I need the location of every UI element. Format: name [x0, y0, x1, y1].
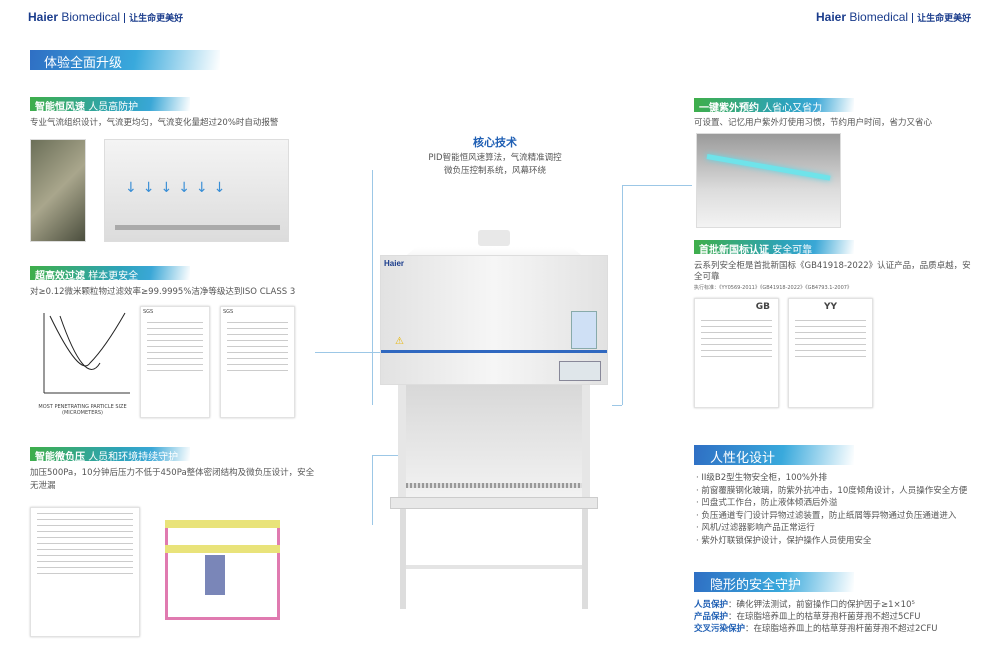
filter-layer	[165, 545, 280, 553]
core-tech-line2: 微负压控制系统，风幕环绕	[443, 166, 546, 176]
safety-item: 产品保护：在琼脂培养皿上的枯草芽孢杆菌芽孢不超过5CFU	[694, 612, 921, 622]
connector-line	[622, 185, 692, 186]
stand-crossbar	[406, 565, 582, 569]
stand-leg	[582, 509, 588, 609]
safety-item: 人员保护：碘化钾法测试，前窗操作口的保护因子≥1×10⁵	[694, 600, 915, 610]
safety-title: 隐形的安全守护	[694, 572, 854, 592]
pressure-test-certificate	[30, 507, 140, 637]
gb-standard-document: GB	[694, 298, 779, 408]
safety-item: 交叉污染保护：在琼脂培养皿上的枯草芽孢杆菌芽孢不超过2CFU	[694, 624, 938, 634]
connector-line	[372, 455, 373, 525]
fan-duct	[205, 555, 225, 595]
feature-header-pressure: 智能微负压 人员和环境持续守护	[30, 447, 190, 463]
slogan: 让生命更美好	[124, 13, 184, 23]
info-label	[571, 311, 597, 349]
cabinet-front-panel: Haier ⚠	[380, 255, 608, 385]
feature-header-cert: 首批新国标认证 安全可靠	[694, 240, 854, 256]
design-list: · II级B2型生物安全柜，100%外排 · 前窗覆膜钢化玻璃，防紫外抗冲击，1…	[696, 472, 986, 547]
sgs-report-1: SGS	[140, 306, 210, 418]
cabinet-brand: Haier	[384, 259, 405, 268]
connector-line	[315, 352, 380, 353]
blue-stripe	[381, 350, 607, 353]
work-tray	[406, 483, 582, 488]
filter-layer	[165, 520, 280, 528]
design-item: · 风机/过滤器影响产品正常运行	[696, 523, 815, 533]
section-title: 体验全面升级	[30, 50, 220, 70]
design-item: · 负压通道专门设计异物过滤装置，防止纸屑等异物通过负压通道进入	[696, 510, 957, 521]
connector-line	[372, 170, 373, 405]
design-title: 人性化设计	[694, 445, 854, 465]
feature-header-airflow: 智能恒风速 人员高防护	[30, 97, 190, 113]
chart-axis-label: MOST PENETRATING PARTICLE SIZE (MICROMET…	[38, 404, 127, 416]
airflow-sensor-image	[30, 139, 86, 242]
work-chamber	[398, 385, 590, 497]
feature-text-uv: 可设置、记忆用户紫外灯使用习惯，节约用户时间，省力又省心	[694, 118, 933, 128]
brand-name: Haier	[28, 10, 59, 24]
standards-list: 执行标准：《YY0569-2011》《GB41918-2022》《GB4793.…	[694, 285, 852, 291]
work-surface	[115, 225, 280, 230]
airflow-diagram-image: ↓↓↓↓↓↓	[104, 139, 289, 242]
core-tech-title: 核心技术	[473, 136, 517, 149]
airflow-arrows-icon: ↓↓↓↓↓↓	[125, 180, 232, 196]
feature-text-pressure: 加压500Pa，10分钟后压力不低于450Pa整体密闭结构及微负压设计，安全无泄…	[30, 468, 315, 491]
feature-text-filter: 对≥0.12微米颗粒物过滤效率≥99.9995%洁净等级达到ISO CLASS …	[30, 287, 296, 297]
design-item: · II级B2型生物安全柜，100%外排	[696, 473, 827, 483]
control-panel[interactable]	[559, 361, 601, 381]
cabinet-base	[390, 497, 598, 509]
safety-list: 人员保护：碘化钾法测试，前窗操作口的保护因子≥1×10⁵ 产品保护：在琼脂培养皿…	[694, 599, 937, 635]
stand-leg	[400, 509, 406, 609]
core-tech-line1: PID智能恒风速算法，气流精准调控	[428, 153, 562, 163]
efficiency-curve	[43, 312, 130, 394]
feature-text-airflow: 专业气流组织设计，气流更均匀，气流变化量超过20%时自动报警	[30, 118, 279, 128]
design-item: · 前窗覆膜钢化玻璃，防紫外抗冲击，10度倾角设计，人员操作安全方便	[696, 485, 968, 496]
biohazard-icon: ⚠	[395, 336, 404, 347]
brand-suffix: Biomedical	[849, 10, 909, 24]
slogan: 让生命更美好	[912, 13, 972, 23]
connector-line	[622, 185, 623, 405]
uv-lamp-icon	[706, 154, 831, 181]
brand-suffix: Biomedical	[61, 10, 121, 24]
connector-line	[612, 405, 622, 406]
filter-efficiency-chart: MOST PENETRATING PARTICLE SIZE (MICROMET…	[30, 308, 135, 423]
feature-text-cert: 云系列安全柜是首批新国标《GB41918-2022》认证产品，品质卓越，安全可靠	[694, 261, 971, 282]
brand-name: Haier	[816, 10, 847, 24]
sgs-report-2: SGS	[220, 306, 295, 418]
exhaust-port	[478, 230, 510, 246]
design-item: · 凹盘式工作台，防止液体倾洒后外溢	[696, 498, 838, 508]
yy-standard-document: YY	[788, 298, 873, 408]
connector-line	[372, 455, 402, 456]
feature-header-uv: 一键紫外预约 人省心又省力	[694, 98, 854, 114]
feature-header-filter: 超高效过滤 样本更安全	[30, 266, 190, 282]
design-item: · 紫外灯联锁保护设计，保护操作人员使用安全	[696, 535, 872, 546]
pressure-structure-diagram	[155, 500, 295, 640]
biosafety-cabinet-image: Haier ⚠	[378, 225, 610, 615]
uv-lamp-image	[696, 133, 841, 228]
